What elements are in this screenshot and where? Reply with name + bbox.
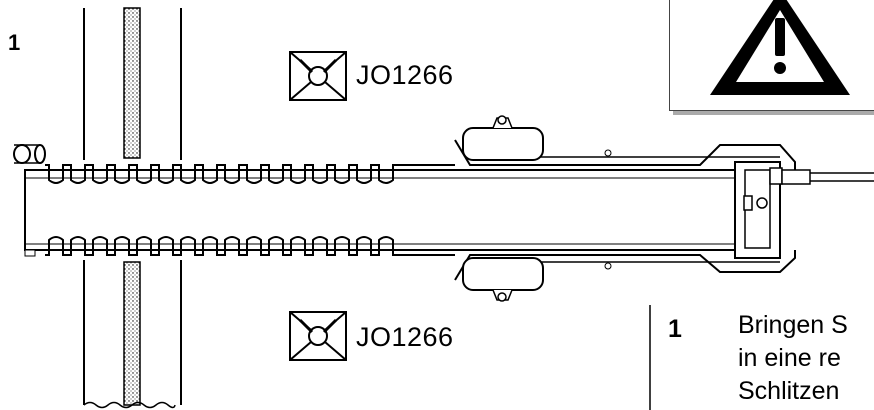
warning-triangle-icon [710, 0, 850, 95]
instruction-line-3: Schlitzen [738, 377, 840, 405]
wheel-bottom [462, 257, 544, 302]
figure-step-label: 1 [8, 30, 21, 55]
upper-comb [45, 164, 455, 184]
conveyor-frame [13, 144, 781, 257]
wheel-top [462, 115, 544, 161]
teeth-top-outline [45, 164, 455, 184]
upper-post [83, 7, 182, 160]
instruction-line-2: in eine re [738, 344, 841, 372]
teeth-bottom-outline [45, 236, 455, 256]
warning-panel [669, 0, 874, 111]
instruction-line-1: Bringen S [738, 311, 848, 339]
instruction-number: 1 [668, 315, 682, 343]
cable-tie-icon-bottom [289, 311, 347, 361]
lower-post [83, 260, 182, 409]
part-code-top: JO1266 [356, 60, 454, 90]
cable-tie-icon-top [289, 51, 347, 101]
lower-comb [45, 236, 455, 256]
drive-head [454, 139, 874, 281]
part-code-bottom: JO1266 [356, 322, 454, 352]
